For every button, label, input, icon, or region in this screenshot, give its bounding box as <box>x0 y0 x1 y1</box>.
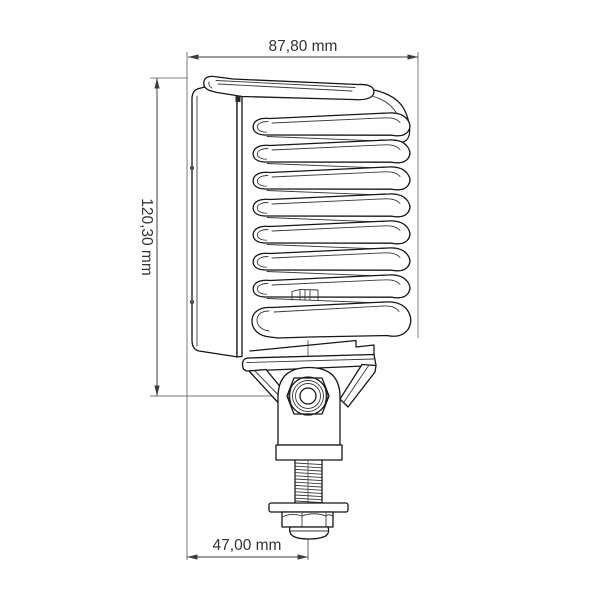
hex-nut <box>281 511 334 528</box>
heatsink-fin <box>252 193 411 224</box>
terminal-tab <box>291 289 319 301</box>
heatsink-fin <box>252 139 411 170</box>
heatsink-fin <box>252 166 411 197</box>
heatsink-fin <box>252 247 411 278</box>
threaded-stud <box>294 459 323 504</box>
bracket-wing-right <box>339 363 377 408</box>
arrowhead-left <box>188 54 199 60</box>
arrowhead-right <box>297 554 308 560</box>
bracket-plate <box>241 353 377 372</box>
dimension-label-width: 87,80 mm <box>269 38 338 55</box>
heatsink-fin-bottom <box>251 301 412 339</box>
hex-bolt-head <box>286 377 330 415</box>
dimension-label-height: 120,30 mm <box>138 198 155 276</box>
pivot-bolt <box>286 376 330 416</box>
mounting-bracket <box>241 353 377 461</box>
dimension-width: 87,80 mm <box>188 38 418 60</box>
top-cap <box>203 75 411 144</box>
arrowhead-up <box>154 78 160 89</box>
heatsink-fin <box>252 112 411 143</box>
dimension-lines: 87,80 mm 120,30 mm 47,00 mm <box>138 38 419 560</box>
lamp-drawing <box>189 75 412 540</box>
arrowhead-right <box>407 54 418 60</box>
dimension-height: 120,30 mm <box>138 78 160 396</box>
heatsink-base-edge <box>249 339 375 359</box>
dimension-mount: 47,00 mm <box>187 537 308 560</box>
mounting-hardware <box>268 459 349 540</box>
arrowhead-left <box>187 554 198 560</box>
heatsink-fin <box>252 220 411 251</box>
washer <box>268 502 349 513</box>
cable-clip-detail <box>235 95 241 102</box>
dimension-label-mount: 47,00 mm <box>213 537 282 554</box>
heatsink-fin <box>252 274 411 305</box>
dome-cap <box>288 526 330 540</box>
arrowhead-down <box>154 385 160 396</box>
front-bezel <box>189 84 243 358</box>
heatsink-fins <box>249 112 412 359</box>
